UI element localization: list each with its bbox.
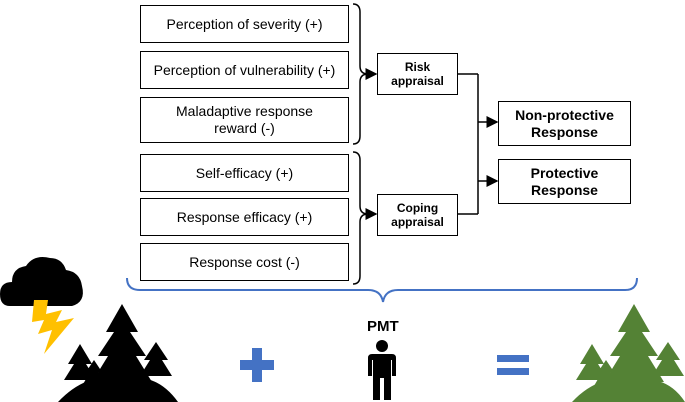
factor-severity: Perception of severity (+) bbox=[140, 5, 349, 43]
threat-bracket bbox=[352, 3, 369, 145]
pmt-brace bbox=[126, 277, 638, 303]
equals-icon bbox=[497, 355, 529, 375]
factor-maladaptive-reward: Maladaptive response reward (-) bbox=[140, 97, 349, 143]
plus-icon bbox=[240, 348, 274, 382]
non-protective-response-box: Non-protective Response bbox=[498, 101, 631, 146]
storm-cloud-icon bbox=[0, 257, 83, 306]
risk-appraisal-box: Risk appraisal bbox=[377, 53, 458, 95]
lightning-icon bbox=[32, 300, 74, 354]
factor-vulnerability: Perception of vulnerability (+) bbox=[140, 51, 349, 89]
factor-response-cost: Response cost (-) bbox=[140, 243, 349, 281]
pmt-label: PMT bbox=[367, 318, 399, 335]
factor-response-efficacy: Response efficacy (+) bbox=[140, 198, 349, 236]
factor-self-efficacy: Self-efficacy (+) bbox=[140, 154, 349, 192]
coping-appraisal-box: Coping appraisal bbox=[377, 194, 458, 236]
person-icon bbox=[368, 340, 396, 400]
protective-response-box: Protective Response bbox=[498, 159, 631, 204]
coping-bracket bbox=[352, 151, 369, 285]
forest-icon bbox=[58, 304, 178, 402]
green-forest-icon bbox=[572, 304, 685, 402]
